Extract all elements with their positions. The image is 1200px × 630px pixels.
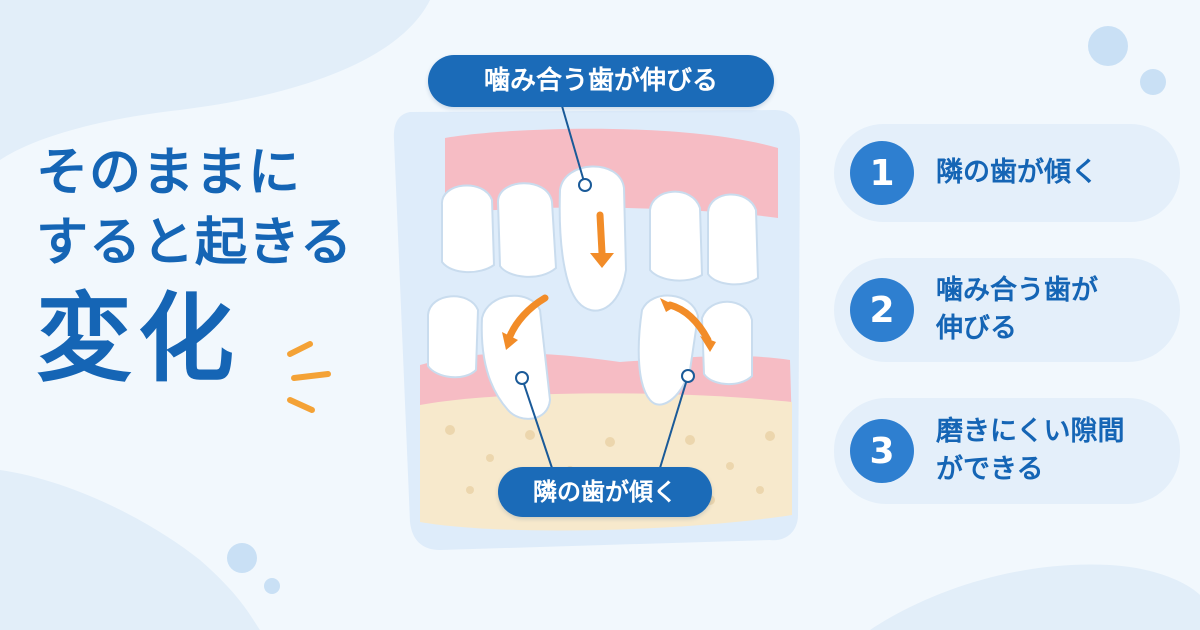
lower-tooth-tilted-left <box>480 294 552 420</box>
callout-extruding-tooth: 噛み合う歯が伸びる <box>428 55 774 107</box>
headline-line-2: すると起きる <box>36 213 353 273</box>
change-text-2: 噛み合う歯が 伸びる <box>936 275 1098 344</box>
decor-dot-small <box>1140 69 1166 95</box>
lower-tooth-1 <box>427 295 480 379</box>
change-card-1: 1 隣の歯が傾く <box>834 124 1180 222</box>
leader-line-left <box>521 377 553 469</box>
headline: そのままに すると起きる 変化 <box>36 138 353 394</box>
emphasis-burst-icon <box>287 341 331 413</box>
upper-tooth-4 <box>649 190 704 282</box>
background-blob-bottom-left <box>0 470 260 630</box>
decor-dot-large <box>1088 26 1128 66</box>
callout-tilting-teeth: 隣の歯が傾く <box>498 467 712 517</box>
decor-dot-bottom-small <box>264 578 280 594</box>
background-blob-bottom-right <box>870 564 1200 630</box>
leader-line-right <box>659 375 689 469</box>
number-badge-3: 3 <box>850 419 914 483</box>
headline-line-3: 変化 <box>36 283 240 395</box>
change-text-3: 磨きにくい隙間 ができる <box>936 416 1125 485</box>
upper-tooth-1 <box>440 184 496 274</box>
change-card-2: 2 噛み合う歯が 伸びる <box>834 258 1180 362</box>
number-badge-2: 2 <box>850 278 914 342</box>
upper-tooth-3 <box>558 165 628 312</box>
upper-tooth-2 <box>496 182 558 278</box>
extrude-arrow-icon <box>596 211 606 257</box>
tilt-arrow-left-icon <box>506 294 549 340</box>
number-badge-1: 1 <box>850 141 914 205</box>
change-text-1: 隣の歯が傾く <box>936 157 1098 188</box>
lower-tooth-4 <box>700 300 753 385</box>
decor-dot-bottom-large <box>227 543 257 573</box>
upper-tooth-5 <box>707 193 760 286</box>
change-card-3: 3 磨きにくい隙間 ができる <box>834 398 1180 504</box>
leader-line-top <box>561 105 586 186</box>
headline-line-1: そのままに <box>36 143 302 203</box>
background-blob-top-left <box>0 0 430 160</box>
